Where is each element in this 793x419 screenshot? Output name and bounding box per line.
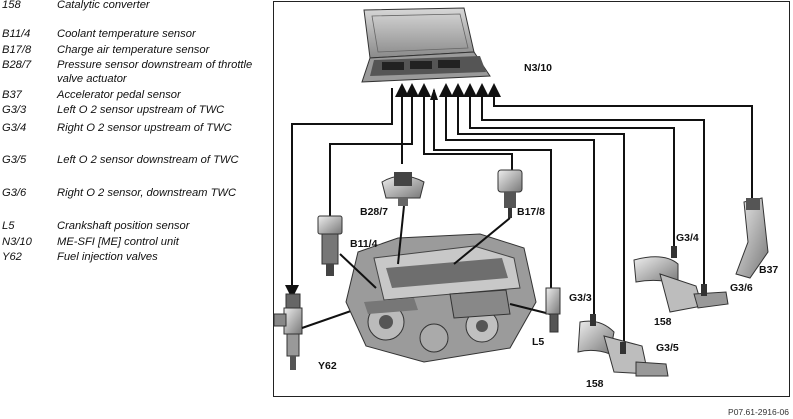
fuel-injector-y62 — [274, 293, 395, 370]
label-g3-6: G3/6 — [730, 282, 753, 294]
legend-code: B37 — [2, 89, 22, 101]
diagram-drawing — [274, 7, 769, 377]
legend-desc: ME-SFI [ME] control unit — [57, 236, 179, 248]
label-b37: B37 — [759, 264, 779, 276]
legend-desc: Crankshaft position sensor — [57, 220, 190, 232]
legend-code: B11/4 — [2, 28, 31, 40]
legend-desc: Charge air temperature sensor — [57, 44, 210, 56]
legend-code: Y62 — [2, 251, 22, 263]
pressure-sensor-b28-7 — [381, 172, 425, 206]
label-g3-3: G3/3 — [569, 292, 592, 304]
accelerator-pedal-b37 — [735, 197, 769, 279]
arrowheads-extra — [430, 88, 438, 100]
legend-code: G3/4 — [2, 122, 27, 134]
legend-code: B17/8 — [2, 44, 32, 56]
label-g3-5: G3/5 — [656, 342, 679, 354]
left-catalyst-assembly — [577, 314, 669, 377]
legend-code: G3/3 — [2, 104, 27, 116]
legend-code: N3/10 — [2, 236, 32, 248]
label-catalyst-158-left: 158 — [586, 378, 604, 390]
label-catalyst-158-right: 158 — [654, 316, 672, 328]
legend-desc: Catalytic converter — [57, 0, 150, 11]
figure-reference: P07.61-2916-06 — [728, 407, 789, 417]
charge-air-sensor-b17-8 — [497, 169, 523, 218]
legend-desc: Coolant temperature sensor — [57, 28, 196, 40]
label-g3-4: G3/4 — [676, 232, 699, 244]
legend-code: L5 — [2, 220, 15, 232]
legend-code: G3/6 — [2, 187, 27, 199]
label-y62: Y62 — [318, 360, 337, 372]
label-b17-8: B17/8 — [517, 206, 546, 218]
legend-code: B28/7 — [2, 59, 32, 71]
engine-block — [345, 233, 537, 363]
label-b28-7: B28/7 — [360, 206, 389, 218]
legend-code: G3/5 — [2, 154, 27, 166]
legend-desc: Left O 2 sensor upstream of TWC — [57, 104, 225, 116]
control-unit-n3-10 — [361, 7, 491, 83]
right-catalyst-assembly — [633, 246, 729, 313]
label-l5: L5 — [532, 336, 545, 348]
legend-code: 158 — [2, 0, 21, 11]
coolant-sensor-b11-4 — [317, 215, 343, 276]
legend-desc: Right O 2 sensor, downstream TWC — [57, 187, 237, 199]
crankshaft-sensor-l5 — [545, 287, 561, 333]
legend-desc: Pressure sensor downstream of throttle v… — [57, 59, 253, 85]
legend-desc: Left O 2 sensor downstream of TWC — [57, 154, 239, 166]
diagram-figure: N3/10 B28/7 B17/8 B11/4 G3/4 B37 G3/6 G3… — [273, 1, 790, 397]
legend-desc: Right O 2 sensor upstream of TWC — [57, 122, 232, 134]
legend-desc: Fuel injection valves — [57, 251, 158, 263]
signal-lines — [285, 83, 753, 346]
leader-lines — [339, 205, 551, 315]
legend-desc: Accelerator pedal sensor — [57, 89, 181, 101]
label-b11-4: B11/4 — [350, 238, 378, 250]
label-n3-10: N3/10 — [524, 62, 553, 74]
